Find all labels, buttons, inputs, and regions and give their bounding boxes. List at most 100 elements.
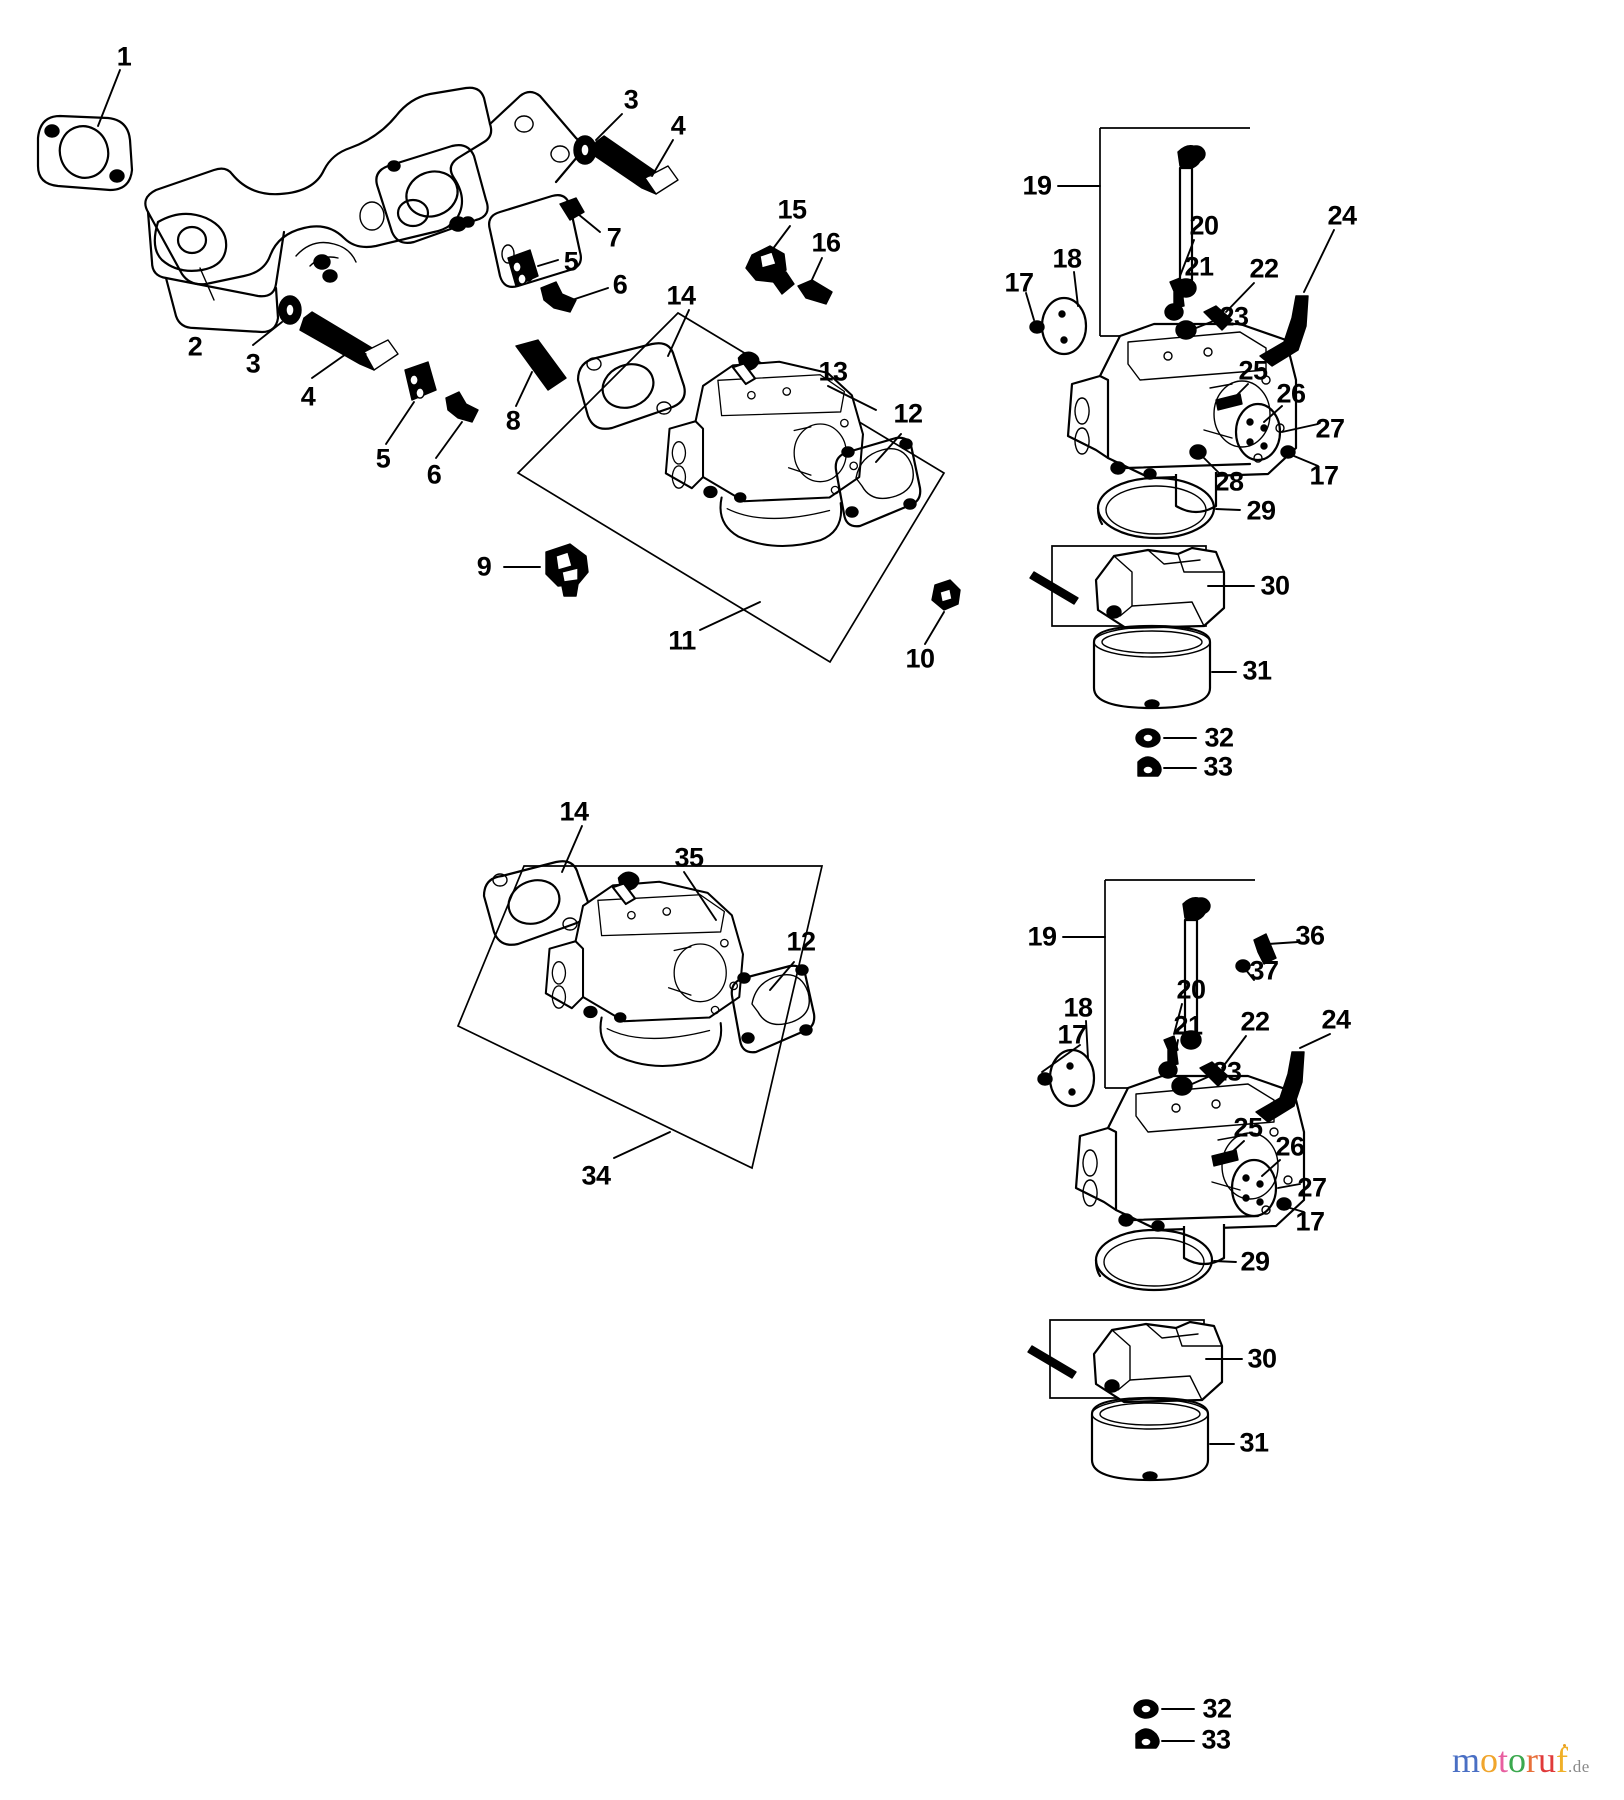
callout-number-3: 3 — [245, 348, 261, 379]
part-36-pin-lower — [1253, 933, 1277, 965]
part-23-nut-lower — [1171, 1076, 1193, 1096]
part-23-nut-upper — [1175, 320, 1197, 340]
part-2-intake-manifold — [144, 86, 583, 334]
callout-number-2: 2 — [187, 331, 203, 362]
callout-number-19: 19 — [1027, 921, 1057, 952]
part-35-carburetor — [544, 871, 745, 1067]
callout-number-9: 9 — [476, 551, 492, 582]
callout-number-26: 26 — [1276, 378, 1306, 409]
part-20-screw-lower — [1163, 1035, 1179, 1067]
callout-number-12: 12 — [786, 926, 816, 957]
callout-number-27: 27 — [1315, 413, 1345, 444]
group-11-outline — [516, 311, 946, 664]
part-8-stud — [515, 339, 567, 391]
part-5-clip-upper — [507, 249, 539, 287]
callout-number-17: 17 — [1309, 460, 1339, 491]
part-21-nut-lower — [1158, 1061, 1178, 1079]
motoruf-watermark: motoruf.de — [1452, 1742, 1590, 1778]
part-1-gasket — [36, 114, 134, 192]
callout-number-6: 6 — [612, 269, 628, 300]
callout-number-26: 26 — [1275, 1131, 1305, 1162]
part-25-shaft-lower — [1211, 1149, 1239, 1167]
part-37-nut-lower — [1235, 959, 1251, 973]
part-12-gasket-lower — [730, 964, 816, 1054]
part-10-nut — [931, 579, 961, 611]
callout-number-37: 37 — [1249, 955, 1279, 986]
callout-number-5: 5 — [375, 443, 391, 474]
callout-number-34: 34 — [581, 1160, 611, 1191]
part-12-gasket-upper — [834, 436, 922, 528]
callout-number-4: 4 — [670, 110, 686, 141]
part-18-plate-upper — [1040, 296, 1088, 356]
part-30-float-lower — [1026, 1320, 1224, 1404]
callout-number-14: 14 — [666, 280, 696, 311]
part-17-screw-upper-right — [1280, 445, 1296, 459]
part-33-nut-lower — [1135, 1728, 1160, 1749]
watermark-letter-m: m — [1452, 1740, 1481, 1780]
callout-number-11: 11 — [668, 625, 696, 656]
carburetor-body-upper-right — [1066, 322, 1298, 514]
callout-number-32: 32 — [1202, 1693, 1232, 1724]
watermark-letters: motoruf — [1452, 1740, 1568, 1780]
callout-number-16: 16 — [811, 227, 841, 258]
callout-number-8: 8 — [505, 405, 521, 436]
watermark-letter-r: r — [1526, 1740, 1539, 1780]
part-5-clip-lower — [404, 361, 437, 401]
callout-number-20: 20 — [1176, 974, 1206, 1005]
callout-number-21: 21 — [1184, 251, 1214, 282]
callout-number-33: 33 — [1203, 751, 1233, 782]
part-26-plate-upper — [1234, 402, 1282, 462]
part-15-fitting — [745, 245, 795, 295]
part-25-shaft-upper — [1215, 393, 1243, 411]
part-3-washer-lower — [278, 295, 302, 325]
watermark-letter-t: t — [1498, 1740, 1509, 1780]
group-34-outline — [456, 865, 824, 1170]
callout-number-25: 25 — [1233, 1112, 1263, 1143]
callout-number-24: 24 — [1321, 1004, 1351, 1035]
watermark-letter-o: o — [1508, 1740, 1527, 1780]
watermark-letter-u: u — [1538, 1740, 1557, 1780]
callout-number-14: 14 — [559, 796, 589, 827]
group-30-outline-upper — [1051, 545, 1207, 627]
callout-number-18: 18 — [1052, 243, 1082, 274]
part-24-throttle-shaft-upper — [1259, 295, 1309, 367]
callout-number-29: 29 — [1246, 495, 1276, 526]
part-4-bolt-upper — [591, 135, 679, 195]
callout-number-32: 32 — [1204, 722, 1234, 753]
part-6-screw-lower — [445, 391, 479, 423]
callout-number-7: 7 — [606, 222, 622, 253]
callout-number-17: 17 — [1295, 1206, 1325, 1237]
callout-number-31: 31 — [1239, 1427, 1269, 1458]
callout-number-30: 30 — [1260, 570, 1290, 601]
part-13-carburetor — [664, 351, 865, 547]
callout-number-35: 35 — [674, 842, 704, 873]
callout-number-19: 19 — [1022, 170, 1052, 201]
part-9-elbow-fitting — [545, 543, 589, 597]
part-31-bowl-upper — [1092, 624, 1212, 710]
part-30-float-upper — [1028, 546, 1226, 630]
callout-number-12: 12 — [893, 398, 923, 429]
callout-number-1: 1 — [116, 41, 132, 72]
part-32-washer-lower — [1133, 1699, 1159, 1719]
part-31-bowl-lower — [1090, 1396, 1210, 1482]
part-22-screw-upper — [1203, 305, 1233, 331]
callout-number-23: 23 — [1212, 1056, 1242, 1087]
part-14-gasket-upper — [576, 342, 686, 430]
callout-number-3: 3 — [623, 84, 639, 115]
part-17-screw-lower-right — [1276, 1197, 1292, 1211]
part-17-screw-lower-left — [1037, 1072, 1053, 1086]
callout-number-28: 28 — [1214, 466, 1244, 497]
part-28-screw-upper — [1189, 444, 1207, 460]
callout-number-30: 30 — [1247, 1343, 1277, 1374]
callout-number-15: 15 — [777, 194, 807, 225]
callout-number-20: 20 — [1189, 210, 1219, 241]
part-4-bolt-lower — [299, 311, 399, 371]
callout-number-10: 10 — [905, 643, 935, 674]
part-21-nut-upper — [1164, 303, 1184, 321]
callout-number-22: 22 — [1249, 253, 1279, 284]
callout-number-5: 5 — [563, 246, 579, 277]
part-17-screw-upper-left — [1029, 320, 1045, 334]
watermark-dot — [1563, 1744, 1566, 1747]
callout-number-18: 18 — [1063, 992, 1093, 1023]
